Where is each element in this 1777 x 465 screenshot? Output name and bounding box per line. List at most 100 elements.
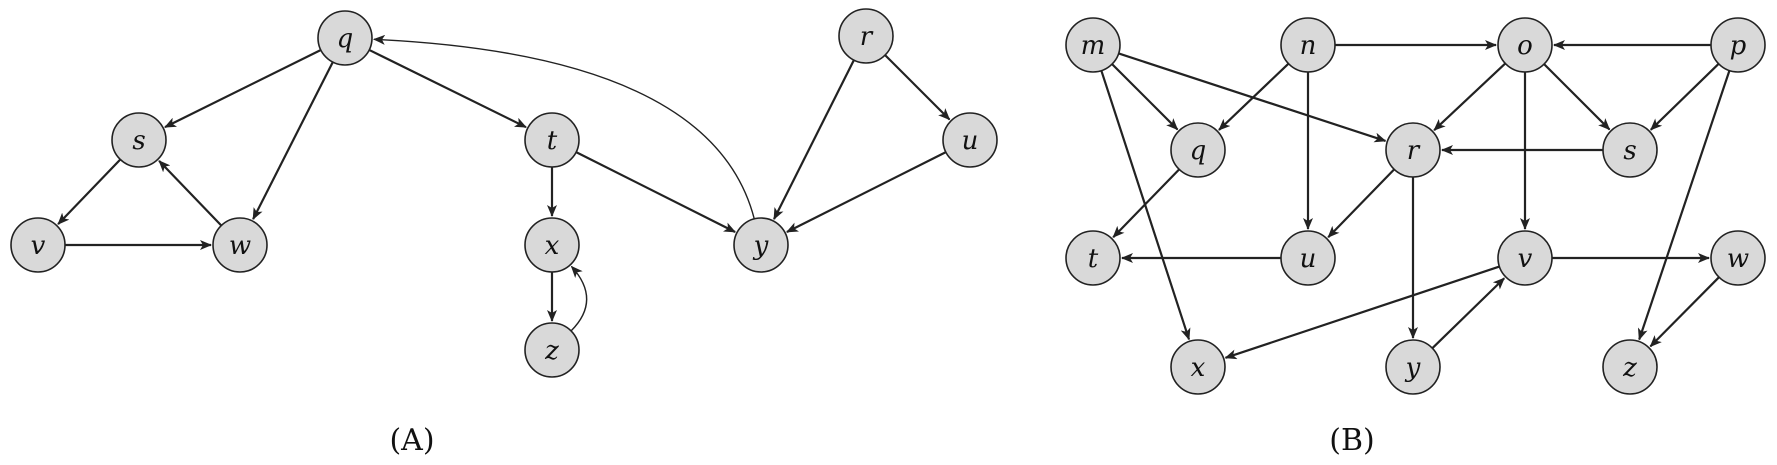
edge-m-to-q [1111, 63, 1179, 131]
graph-b: m n o p q r s t u v w x y z (B) [1065, 17, 1766, 458]
node-y: y [733, 217, 789, 273]
edge-q-to-s [164, 48, 322, 129]
edge-w-to-z [1649, 276, 1720, 348]
node-circle [838, 8, 894, 64]
edge-y-to-v [1431, 277, 1505, 349]
edge-n-to-q [1218, 62, 1290, 131]
edge-y-to-q [372, 34, 755, 220]
node-label: z [544, 336, 559, 366]
node-label: w [1727, 244, 1749, 274]
edge-u-to-y [786, 151, 947, 233]
node-label: x [545, 231, 560, 261]
edge-p-to-z [1637, 70, 1731, 341]
node-m: m [1065, 17, 1121, 73]
node-r: r [838, 8, 894, 64]
node-label: r [1407, 136, 1421, 166]
graph-a-nodes: q s t u r v w x y z [10, 8, 998, 378]
edge-q-to-t [1112, 168, 1180, 238]
edge-p-to-s [1650, 63, 1720, 131]
edge-q-to-t [368, 48, 527, 129]
node-circle [1497, 17, 1553, 73]
node-circle [10, 217, 66, 273]
node-circle [524, 217, 580, 273]
node-label: q [337, 24, 354, 54]
node-circle [1170, 339, 1226, 395]
node-label: y [1405, 353, 1421, 383]
edge-q-to-w [252, 61, 334, 221]
node-label: w [229, 231, 251, 261]
node-x: x [524, 217, 580, 273]
node-circle [1385, 339, 1441, 395]
node-circle [1280, 230, 1336, 286]
node-z: z [1602, 339, 1658, 395]
node-circle [1065, 230, 1121, 286]
node-label: s [132, 126, 145, 156]
node-n: n [1280, 17, 1336, 73]
node-s: s [1602, 122, 1658, 178]
node-label: o [1517, 31, 1533, 61]
node-v: v [1497, 230, 1553, 286]
node-circle [1710, 230, 1766, 286]
graph-a-edges [57, 34, 951, 332]
edge-t-to-y [575, 151, 736, 233]
edge-r-to-u [884, 54, 951, 121]
node-p: p [1710, 17, 1766, 73]
node-s: s [111, 112, 167, 168]
node-circle [733, 217, 789, 273]
edge-r-to-u [1327, 168, 1395, 238]
node-circle [1170, 122, 1226, 178]
node-label: t [1088, 244, 1099, 274]
node-label: u [962, 126, 979, 156]
node-label: r [860, 22, 874, 52]
node-circle [1602, 339, 1658, 395]
edge-r-to-y [773, 59, 855, 220]
node-v: v [10, 217, 66, 273]
edge-o-to-r [1433, 62, 1507, 131]
node-q: q [1170, 122, 1226, 178]
edge-s-to-v [57, 158, 122, 225]
node-z: z [524, 322, 580, 378]
node-t: t [524, 112, 580, 168]
node-circle [1497, 230, 1553, 286]
node-label: z [1622, 353, 1637, 383]
node-y: y [1385, 339, 1441, 395]
edge-o-to-s [1543, 63, 1611, 131]
node-w: w [212, 217, 268, 273]
node-circle [524, 322, 580, 378]
graph-b-caption: (B) [1329, 423, 1374, 458]
node-r: r [1385, 122, 1441, 178]
node-label: t [547, 126, 558, 156]
edge-w-to-s [158, 160, 223, 227]
node-x: x [1170, 339, 1226, 395]
graph-b-edges [1100, 40, 1731, 360]
edge-z-to-x [570, 265, 588, 332]
node-label: m [1081, 31, 1106, 61]
node-circle [1280, 17, 1336, 73]
node-circle [111, 112, 167, 168]
node-label: y [753, 231, 769, 261]
node-u: u [1280, 230, 1336, 286]
node-circle [1602, 122, 1658, 178]
node-t: t [1065, 230, 1121, 286]
node-circle [524, 112, 580, 168]
node-label: q [1190, 136, 1207, 166]
node-circle [942, 112, 998, 168]
graph-a: q s t u r v w x y z (A) [10, 8, 998, 458]
node-o: o [1497, 17, 1553, 73]
node-circle [212, 217, 268, 273]
node-circle [1385, 122, 1441, 178]
graph-a-caption: (A) [389, 423, 434, 458]
node-label: v [31, 231, 46, 261]
node-label: s [1623, 136, 1636, 166]
node-circle [1065, 17, 1121, 73]
node-label: p [1730, 31, 1747, 61]
node-circle [317, 10, 373, 66]
graph-b-nodes: m n o p q r s t u v w x y z [1065, 17, 1766, 395]
node-circle [1710, 17, 1766, 73]
node-u: u [942, 112, 998, 168]
node-q: q [317, 10, 373, 66]
node-w: w [1710, 230, 1766, 286]
node-label: u [1300, 244, 1317, 274]
node-label: x [1191, 353, 1206, 383]
